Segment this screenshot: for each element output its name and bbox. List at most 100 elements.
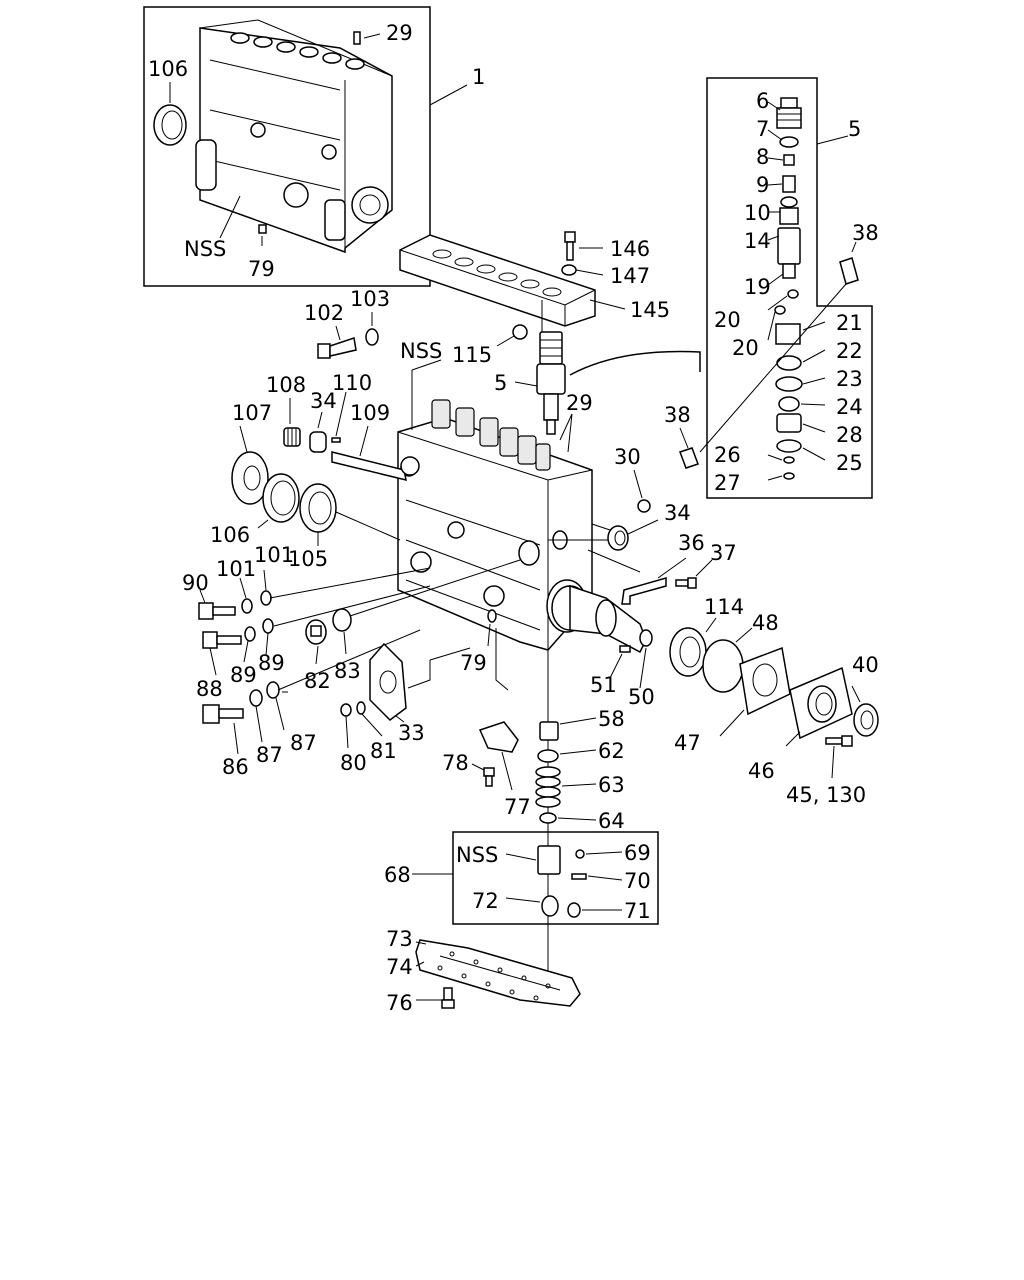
o-ring-7 (779, 136, 799, 148)
callout-83: 83 (334, 659, 361, 683)
tappet-body (537, 845, 561, 875)
bolt-88 (202, 631, 242, 649)
bottom-cover-73 (415, 939, 581, 1007)
screw-37 (675, 577, 697, 589)
screw-78 (483, 767, 495, 787)
inset-pointer-arrow (569, 350, 701, 376)
cover-plate-145 (399, 234, 596, 327)
seal-106 (262, 473, 300, 523)
callout-89: 89 (230, 663, 257, 687)
bolt-90 (198, 602, 236, 620)
callout-30: 30 (614, 445, 641, 469)
callout-8: 8 (756, 145, 769, 169)
leader-lines (471, 717, 597, 821)
sleeve-21 (775, 323, 801, 345)
callout-36: 36 (678, 531, 705, 555)
callout-26: 26 (714, 443, 741, 467)
pin-70 (571, 873, 587, 880)
callout-48: 48 (752, 611, 779, 635)
pump-housing-small (195, 19, 393, 254)
leader-lines (633, 469, 643, 499)
guide-line (587, 549, 641, 573)
leader-lines (415, 941, 442, 1001)
spring-8 (783, 154, 795, 166)
callout-45-130: 45, 130 (786, 783, 866, 807)
screw-76 (441, 987, 455, 1009)
bracket-36 (621, 577, 667, 605)
washer-89b (262, 618, 274, 634)
callout-106: 106 (210, 523, 250, 547)
callout-89: 89 (258, 651, 285, 675)
valve-14 (779, 207, 799, 225)
delivery-valve-inset: 6 7 5 8 9 10 14 19 20 20 21 22 23 24 28 … (706, 77, 873, 499)
bearing-105 (299, 483, 337, 533)
plug-82 (305, 619, 327, 645)
callout-147: 147 (610, 264, 650, 288)
callout-146: 146 (610, 237, 650, 261)
callout-105: 105 (288, 547, 328, 571)
leader-lines (169, 33, 468, 246)
callout-110: 110 (332, 371, 372, 395)
control-sleeve-77 (478, 721, 519, 753)
washer-89a (244, 626, 256, 642)
bolt-102 (317, 337, 357, 359)
washer-147 (561, 264, 577, 276)
holder-6 (776, 97, 802, 129)
leader-lines (239, 425, 401, 546)
bushing-71 (567, 902, 581, 918)
ring-83 (332, 608, 352, 632)
callout-nss: NSS (456, 843, 498, 867)
leader-line (699, 283, 847, 453)
callout-107: 107 (232, 401, 272, 425)
leader-lines (657, 557, 713, 579)
leader-lines (705, 617, 861, 779)
callout-78: 78 (442, 751, 469, 775)
callout-72: 72 (472, 889, 499, 913)
callout-40: 40 (852, 653, 879, 677)
callout-7: 7 (756, 117, 769, 141)
tappet-inset-frame (452, 831, 659, 925)
callout-79: 79 (248, 257, 275, 281)
callout-74: 74 (386, 955, 413, 979)
cap-34-right (607, 525, 629, 551)
callout-47: 47 (674, 731, 701, 755)
callout-88: 88 (196, 677, 223, 701)
callout-19: 19 (744, 275, 771, 299)
guide-line (349, 559, 521, 617)
leader-lines (609, 647, 647, 689)
gasket-47 (739, 646, 791, 716)
callout-70: 70 (624, 869, 651, 893)
callout-82: 82 (304, 669, 331, 693)
leader-line (679, 427, 689, 449)
adjuster-108 (283, 427, 301, 447)
callout-5: 5 (848, 117, 861, 141)
callout-34: 34 (664, 501, 691, 525)
callout-34: 34 (310, 389, 337, 413)
nut-28 (776, 413, 802, 433)
nut-80 (340, 703, 352, 717)
flange-46 (789, 666, 853, 740)
callout-90: 90 (182, 571, 209, 595)
callout-21: 21 (836, 311, 863, 335)
callout-87: 87 (290, 731, 317, 755)
screw-146 (564, 231, 576, 261)
callout-101: 101 (216, 557, 256, 581)
pin-79 (487, 609, 497, 623)
callout-22: 22 (836, 339, 863, 363)
callout-106: 106 (148, 57, 188, 81)
spring-63 (535, 766, 561, 808)
callout-86: 86 (222, 755, 249, 779)
callout-63: 63 (598, 773, 625, 797)
nut-115 (512, 324, 528, 340)
spring-seat-58 (539, 721, 559, 741)
callout-29: 29 (566, 391, 593, 415)
callout-nss: NSS (400, 339, 442, 363)
valve-seat-19 (777, 227, 801, 279)
pin-110 (331, 437, 341, 443)
callout-87: 87 (256, 743, 283, 767)
leader-lines (575, 247, 626, 310)
ring-62 (537, 749, 559, 763)
washer-101b (260, 590, 272, 606)
callout-114: 114 (704, 595, 744, 619)
